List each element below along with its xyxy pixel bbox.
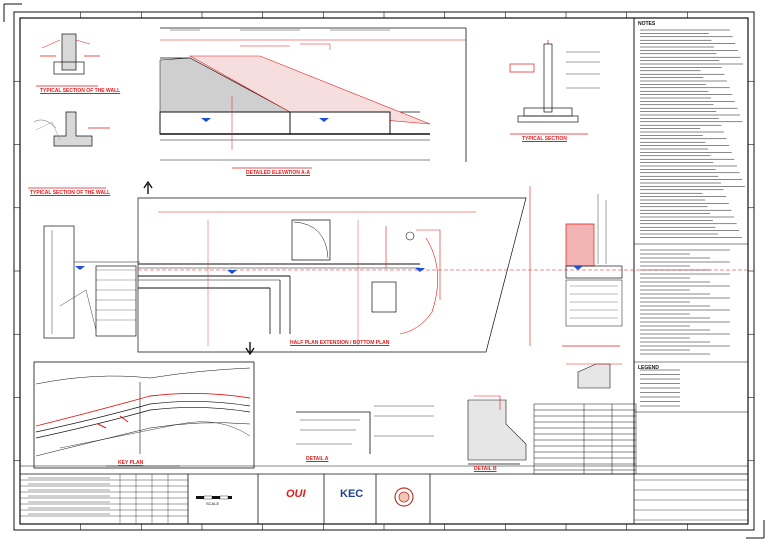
detail-b xyxy=(467,395,527,465)
embankment-slope xyxy=(188,55,431,125)
detail-a xyxy=(296,405,434,454)
section-title-detail-b: DETAIL B xyxy=(474,466,497,472)
water-level-icon xyxy=(415,268,425,272)
right-detail-section xyxy=(529,186,623,347)
oui-logo: OUI xyxy=(286,488,306,500)
schedule-table xyxy=(533,403,637,475)
water-level-icon xyxy=(319,118,329,122)
north-arrow-icon xyxy=(143,180,255,356)
grid-ticks xyxy=(14,12,754,530)
water-level-icon xyxy=(201,118,211,122)
detail-hatch-red xyxy=(565,223,595,267)
elevation-frame xyxy=(159,27,467,169)
section-title-right: TYPICAL SECTION xyxy=(522,136,567,142)
section-title-wall-1: TYPICAL SECTION OF THE WALL xyxy=(40,88,121,94)
section-title-wall-2: TYPICAL SECTION OF THE WALL xyxy=(30,190,111,196)
water-level-icon xyxy=(227,270,237,274)
typical-wall-section-1 xyxy=(36,33,100,87)
section-title-plan: HALF PLAN EXTENSION / BOTTOM PLAN xyxy=(290,340,390,346)
section-title-elevation: DETAILED ELEVATION A-A xyxy=(246,170,310,176)
corner-tick-tl xyxy=(3,3,22,22)
notes-heading: NOTES xyxy=(638,21,656,27)
title-block xyxy=(20,465,748,524)
legend-heading: LEGEND xyxy=(638,365,659,371)
section-title-detail-a: DETAIL A xyxy=(306,456,329,462)
railway-emblem-icon xyxy=(394,487,414,507)
water-level-icons xyxy=(75,118,583,274)
corner-tick-br xyxy=(746,520,765,539)
notes-panel xyxy=(633,18,748,466)
scale-bar-icon xyxy=(196,495,232,500)
scale-label: SCALE xyxy=(206,501,220,506)
section-title-key-plan: KEY PLAN xyxy=(118,460,144,466)
water-level-icon xyxy=(573,266,583,270)
key-plan xyxy=(33,361,255,469)
pier-section xyxy=(509,40,600,135)
typical-wall-section-2 xyxy=(28,111,110,189)
small-detail xyxy=(566,363,622,389)
water-level-icon xyxy=(75,266,85,270)
plan-view xyxy=(137,197,750,353)
kec-logo: KEC xyxy=(340,488,364,500)
gauge-section xyxy=(43,225,140,339)
